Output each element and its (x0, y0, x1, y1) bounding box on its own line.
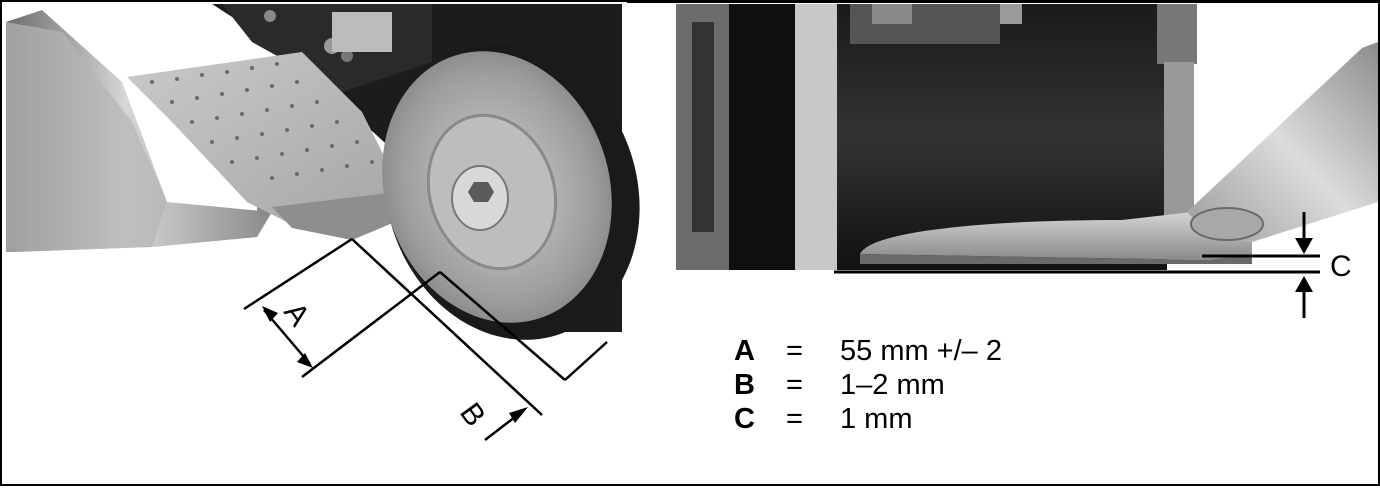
dimension-label-b: B (453, 397, 491, 433)
nozzle-collar (1190, 207, 1264, 241)
legend-value: 55 mm +/– 2 (840, 335, 1002, 367)
dimension-label-a: A (277, 297, 315, 333)
right-panel: C (676, 4, 1378, 318)
legend-value: 1 mm (840, 403, 913, 435)
legend: A = 55 mm +/– 2 B = 1–2 mm C = 1 mm (734, 334, 1002, 436)
legend-sign: = (786, 403, 803, 435)
hex-socket-icon (468, 182, 494, 202)
legend-sign: = (786, 369, 803, 401)
dimension-label-c: C (1330, 250, 1352, 283)
legend-row: A = 55 mm +/– 2 (734, 334, 1002, 368)
dimension-arrows (1295, 212, 1313, 318)
legend-sign: = (786, 335, 803, 367)
legend-row: B = 1–2 mm (734, 368, 1002, 402)
legend-key: A (734, 335, 755, 367)
nozzle-plate-underside (860, 254, 1252, 264)
side-frame-slot (692, 22, 714, 232)
housing-post (1164, 62, 1194, 222)
nozzle (1187, 42, 1378, 242)
housing-bracket (1157, 4, 1197, 64)
roller-rim (795, 4, 837, 270)
legend-row: C = 1 mm (734, 402, 1002, 436)
roller-tire-side (729, 4, 795, 270)
legend-key: C (734, 403, 755, 435)
left-panel: A B (6, 4, 640, 441)
plate-holes (150, 62, 374, 180)
bracket (332, 12, 392, 52)
dimension-arrows (262, 306, 528, 423)
chain-link (341, 50, 353, 62)
legend-key: B (734, 369, 755, 401)
plate-edge (272, 192, 407, 240)
chain-link (264, 10, 276, 22)
dimension-lines (243, 237, 608, 441)
nozzle-plate (860, 212, 1252, 260)
legend-value: 1–2 mm (840, 369, 945, 401)
